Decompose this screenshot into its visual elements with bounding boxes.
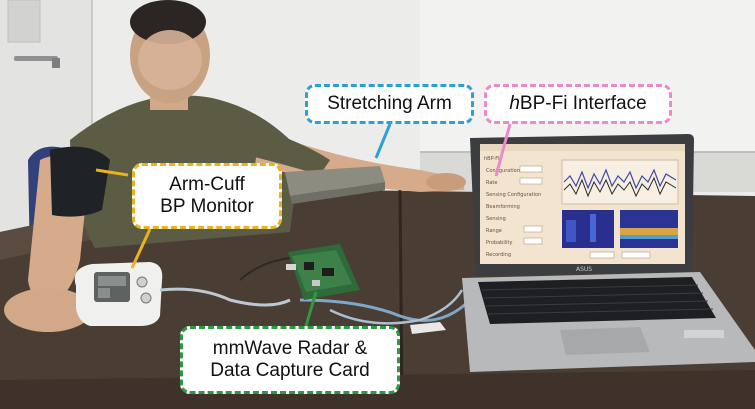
svg-text:Beamforming: Beamforming bbox=[486, 204, 520, 210]
svg-text:Configuration: Configuration bbox=[486, 168, 520, 174]
arm-cuff-line2: BP Monitor bbox=[160, 196, 254, 217]
svg-text:Probability: Probability bbox=[486, 240, 512, 246]
arm-cuff-line1: Arm-Cuff bbox=[169, 174, 245, 196]
hbp-fi-prefix: h bbox=[509, 93, 520, 115]
face-blur bbox=[130, 0, 210, 103]
stretching-arm-label: Stretching Arm bbox=[327, 93, 452, 115]
hbp-fi-interface-label: hBP-Fi Interface bbox=[509, 93, 646, 115]
radar-line1: mmWave Radar & bbox=[212, 338, 368, 360]
bp-monitor bbox=[74, 262, 163, 326]
svg-text:Sensing: Sensing bbox=[486, 216, 506, 222]
hbp-fi-rest: BP-Fi Interface bbox=[519, 93, 647, 115]
svg-text:Range: Range bbox=[486, 228, 502, 234]
radar-board bbox=[286, 244, 360, 300]
svg-text:Rate: Rate bbox=[486, 180, 497, 186]
svg-text:hBP-Fi: hBP-Fi bbox=[484, 156, 499, 162]
laptop: hBP-Fi Configuration Rate Sensing Config… bbox=[462, 134, 755, 372]
svg-text:Recording: Recording bbox=[486, 252, 511, 258]
stretching-arm-callout: Stretching Arm bbox=[305, 84, 474, 124]
radar-callout: mmWave Radar & Data Capture Card bbox=[180, 326, 400, 394]
radar-line2: Data Capture Card bbox=[210, 360, 370, 381]
arm-cuff-callout: Arm-Cuff BP Monitor bbox=[132, 163, 282, 229]
svg-text:Sensing Configuration: Sensing Configuration bbox=[486, 192, 541, 198]
laptop-brand: ASUS bbox=[576, 266, 592, 273]
hbp-fi-interface-callout: hBP-Fi Interface bbox=[484, 84, 672, 124]
